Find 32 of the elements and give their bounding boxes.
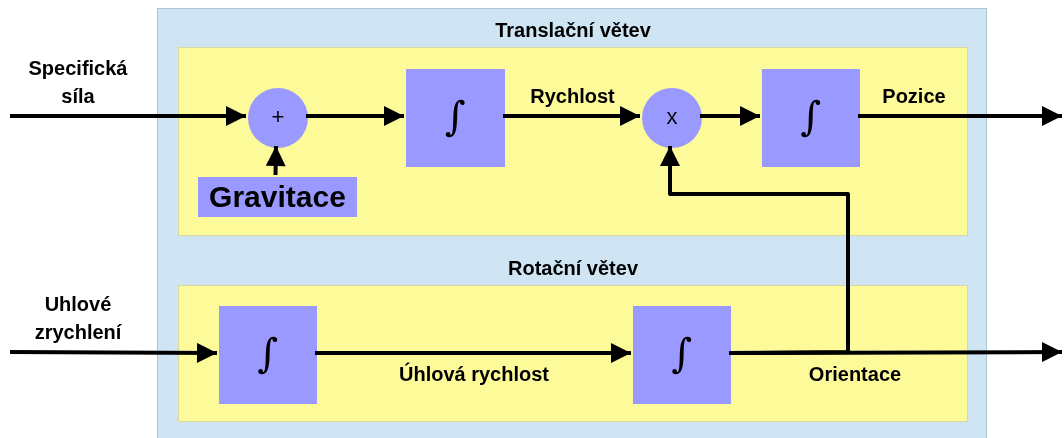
junction-circle [248,88,308,148]
block-label: Gravitace [208,180,347,214]
arrow [306,106,404,126]
integral-symbol: ∫ [256,329,280,378]
integrator-block [633,306,731,404]
integrator-block [762,69,860,167]
integrator-block [219,306,317,404]
arrow [700,106,760,126]
signal-label: Uhlové zrychlení [33,292,123,345]
integral-symbol: ∫ [799,92,823,141]
junction-circle [642,88,702,148]
branch-heading: Rotační větev [506,256,640,281]
signal-label: Pozice [881,84,947,109]
signal-label: Orientace [807,362,903,387]
arrow [315,343,631,363]
integral-symbol: ∫ [444,92,467,141]
arrow [10,342,217,363]
arrow [858,106,1062,126]
operator-symbol: x [665,104,679,130]
arrow [10,106,246,126]
integral-symbol: ∫ [670,329,694,378]
signal-label: Specifická síla [28,56,128,109]
signal-label: Úhlová rychlost [397,361,550,387]
arrow [660,146,850,355]
integrator-block [406,69,505,167]
signal-label: Rychlost [529,84,616,109]
gravity-block [198,177,357,217]
arrow [265,145,286,176]
arrow [503,106,640,126]
branch-background [157,8,987,438]
operator-symbol: + [270,104,286,130]
branch-heading: Translační větev [494,18,652,43]
